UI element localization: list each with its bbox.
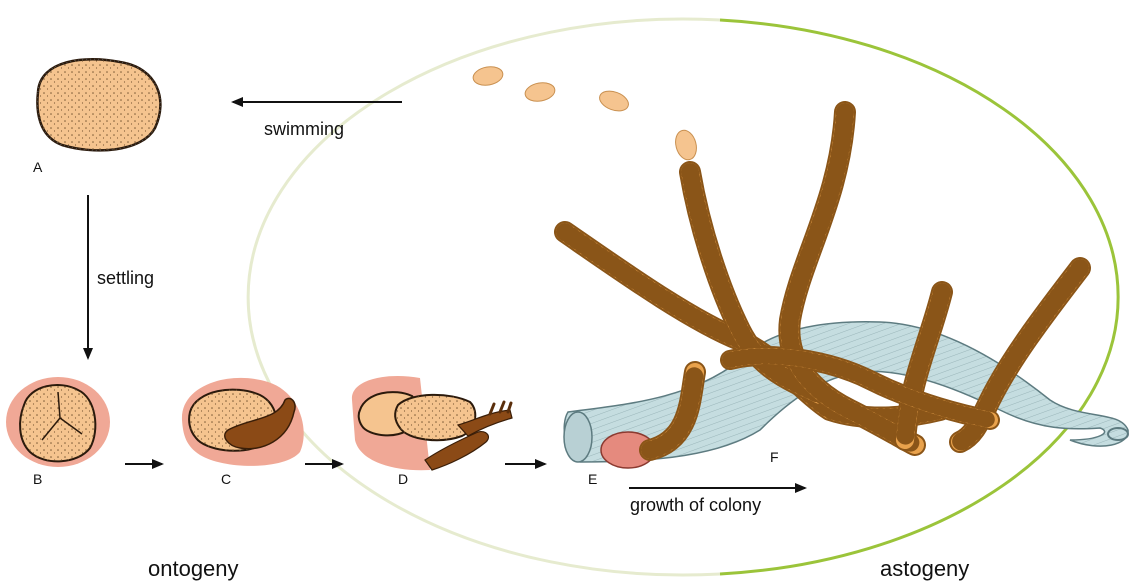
- stage-label-b: B: [33, 471, 42, 487]
- stage-label-a: A: [33, 159, 43, 175]
- swimming-label: swimming: [264, 119, 344, 139]
- astogeny-label: astogeny: [880, 556, 969, 581]
- ontogeny-label: ontogeny: [148, 556, 239, 581]
- growth-of-colony-label: growth of colony: [630, 495, 761, 515]
- stage-label-c: C: [221, 471, 231, 487]
- colony-illustration: [564, 112, 1128, 468]
- metamorphosis-d: [352, 376, 512, 470]
- metamorphosis-b: [6, 377, 110, 467]
- dispersing-larvae: [472, 65, 700, 163]
- metamorphosis-c: [182, 378, 304, 466]
- stage-label-f: F: [770, 449, 779, 465]
- larva-a: [37, 59, 160, 150]
- settling-label: settling: [97, 268, 154, 288]
- stage-label-d: D: [398, 471, 408, 487]
- stage-label-e: E: [588, 471, 597, 487]
